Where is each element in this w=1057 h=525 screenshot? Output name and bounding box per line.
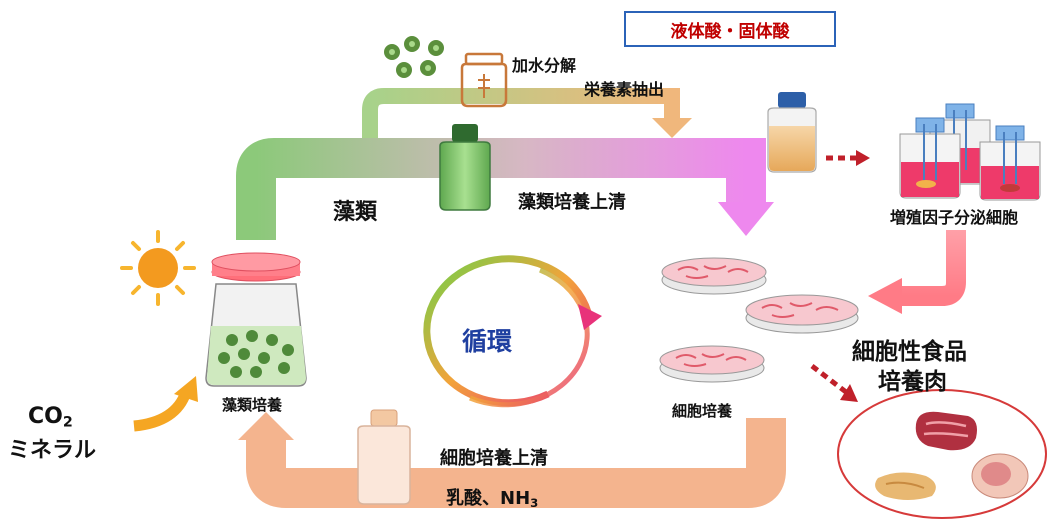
algae-culture-label: 藻類培養	[222, 396, 283, 414]
algae-supernatant-label: 藻類培養上清	[518, 192, 626, 213]
algae-cells-icon	[384, 36, 444, 78]
cultured-meat-label: 培養肉	[878, 369, 947, 395]
growth-factor-arrow	[868, 230, 966, 314]
algae-label: 藻類	[333, 200, 378, 225]
nutrient-extraction-arrow	[362, 88, 692, 148]
sun-icon	[120, 230, 196, 306]
nutrient-extraction-label: 栄養素抽出	[584, 80, 665, 99]
cell-food-label: 細胞性食品	[852, 339, 967, 365]
petri-dish-icon	[659, 257, 859, 383]
algae-supernatant-bottle-icon	[439, 124, 491, 211]
algae-culture-flask-icon	[205, 252, 307, 387]
dotted-arrow-food	[810, 364, 858, 402]
cell-culture-label: 細胞培養	[672, 402, 733, 420]
cell-supernatant-bottle-icon	[357, 409, 411, 505]
lactic-acid-label: 乳酸、NH3	[446, 488, 539, 510]
dotted-arrow-bioreactor	[826, 150, 870, 166]
cell-supernatant-label: 細胞培養上清	[440, 448, 548, 469]
cells-to-algae-arrow	[238, 412, 786, 508]
minerals-label: ミネラル	[8, 438, 97, 463]
hydrolysis-jar-icon	[460, 52, 508, 108]
bioreactor-icon	[899, 103, 1041, 201]
hydrolysis-label: 加水分解	[512, 56, 577, 75]
acid-treatment-box: 液体酸・固体酸	[624, 11, 836, 47]
cultured-meat-icon	[837, 389, 1047, 519]
growth-factor-cells-label: 増殖因子分泌細胞	[890, 208, 1019, 227]
co2-label: CO2	[28, 404, 73, 431]
algae-to-cells-arrow	[236, 138, 774, 240]
co2-input-arrow	[133, 376, 198, 432]
cycle-ring-icon	[423, 255, 602, 408]
cycle-label: 循環	[462, 327, 513, 356]
medium-bottle-icon	[767, 92, 817, 173]
